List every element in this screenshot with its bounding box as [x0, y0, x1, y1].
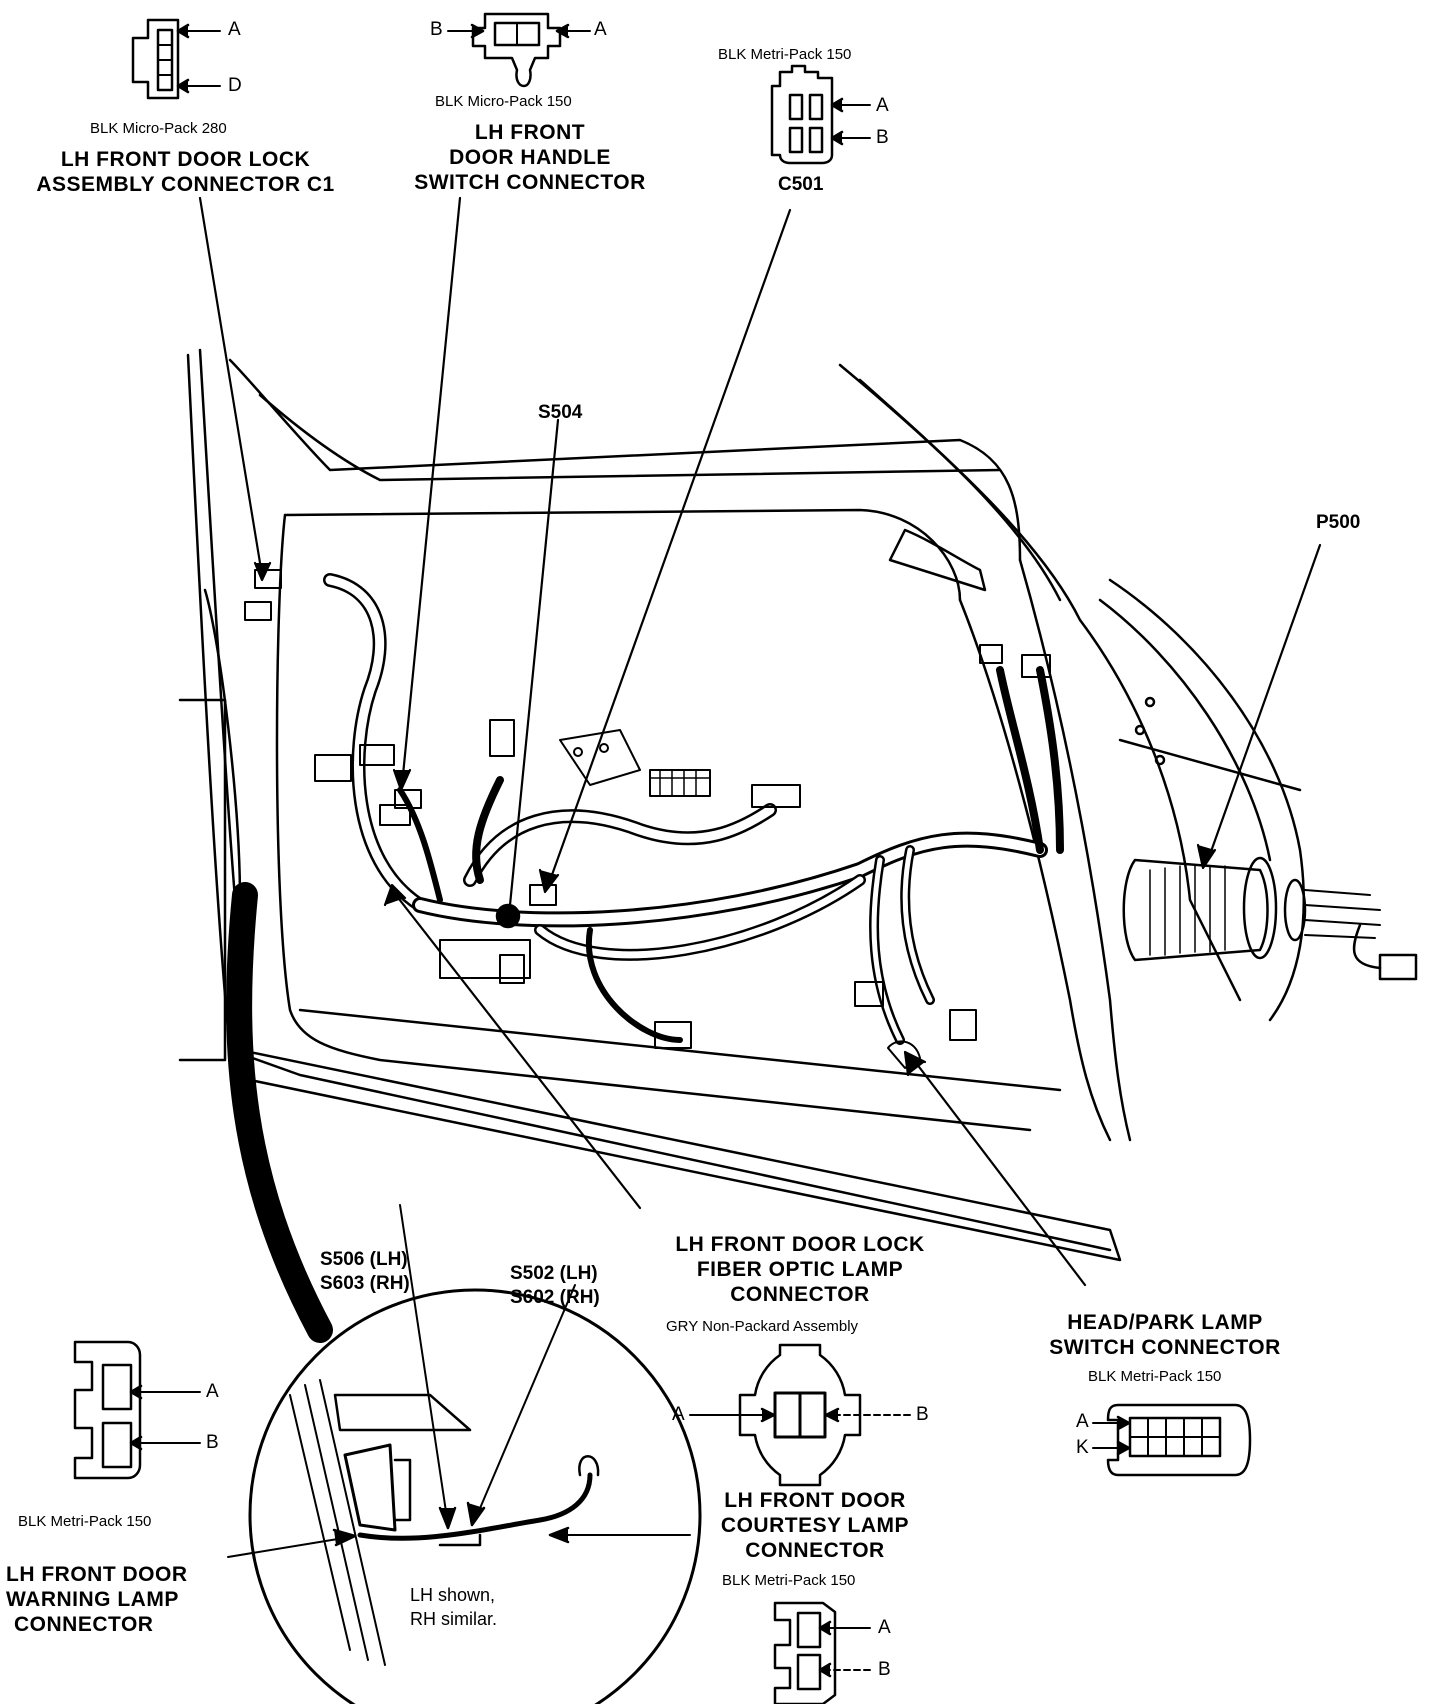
s502-lh-label: S502 (LH) — [510, 1263, 598, 1284]
s504-splice-dot — [495, 903, 521, 929]
s506-lh-label: S506 (LH) — [320, 1249, 408, 1270]
door-lock-c1-title-line1: LH FRONT DOOR LOCK — [60, 148, 311, 171]
detail-note-line2: RH similar. — [410, 1609, 498, 1629]
fiber-optic-lamp-pin-b: B — [916, 1404, 929, 1425]
door-handle-switch-title-line2: DOOR HANDLE — [449, 146, 611, 169]
door-lock-c1-face — [131, 18, 221, 100]
s603-rh-label: S603 (RH) — [320, 1273, 410, 1294]
head-park-lamp-title-line2: SWITCH CONNECTOR — [1049, 1336, 1281, 1359]
detail-note-line1: LH shown, — [410, 1585, 496, 1605]
c501-pin-a: A — [876, 95, 889, 116]
head-park-lamp-pin-k: K — [1076, 1437, 1089, 1458]
fiber-optic-lamp-title-line3: CONNECTOR — [730, 1283, 870, 1306]
door-lock-c1-title: LH FRONT DOOR LOCK ASSEMBLY CONNECTOR C1 — [8, 147, 363, 197]
door-lock-c1-title-line2: ASSEMBLY CONNECTOR C1 — [36, 173, 335, 196]
warning-lamp-title-line1: LH FRONT DOOR — [6, 1563, 188, 1586]
fiber-optic-lamp-title-line1: LH FRONT DOOR LOCK — [675, 1233, 925, 1256]
head-park-lamp-title: HEAD/PARK LAMP SWITCH CONNECTOR — [1020, 1310, 1310, 1360]
courtesy-lamp-pin-a: A — [878, 1617, 891, 1638]
head-park-lamp-spec: BLK Metri-Pack 150 — [1088, 1368, 1222, 1385]
door-lock-c1-spec: BLK Micro-Pack 280 — [90, 120, 227, 137]
detail-note: LH shown, RH similar. — [410, 1583, 497, 1631]
head-park-lamp-face — [1092, 1403, 1252, 1477]
c501-pin-b: B — [876, 127, 889, 148]
harness-connectors — [244, 569, 1051, 1069]
door-handle-switch-face — [447, 12, 591, 88]
courtesy-lamp-title-line1: LH FRONT DOOR — [724, 1489, 906, 1512]
courtesy-lamp-title: LH FRONT DOOR COURTESY LAMP CONNECTOR — [690, 1488, 940, 1563]
leader-lines — [198, 196, 1322, 1343]
s504-label: S504 — [538, 402, 583, 423]
door-handle-switch-pin-b: B — [430, 19, 443, 40]
s506-s603-label: S506 (LH) S603 (RH) — [320, 1248, 410, 1296]
door-panel — [178, 348, 1305, 1262]
fiber-optic-lamp-title-line2: FIBER OPTIC LAMP — [696, 1258, 904, 1281]
warning-lamp-pin-b: B — [206, 1432, 219, 1453]
door-handle-switch-pin-a: A — [594, 19, 607, 40]
courtesy-lamp-face — [773, 1601, 871, 1704]
p500-grommet — [1122, 856, 1418, 981]
door-handle-switch-title-line1: LH FRONT — [474, 121, 586, 144]
fiber-optic-lamp-face — [689, 1343, 911, 1487]
head-park-lamp-pin-a: A — [1076, 1411, 1089, 1432]
s502-s602-label: S502 (LH) S602 (RH) — [510, 1262, 600, 1310]
warning-lamp-pin-a: A — [206, 1381, 219, 1402]
courtesy-lamp-title-line2: COURTESY LAMP — [720, 1514, 910, 1537]
door-lock-c1-pin-a: A — [228, 19, 241, 40]
warning-lamp-title-line3: CONNECTOR — [14, 1613, 154, 1636]
warning-lamp-face — [73, 1340, 201, 1480]
s602-rh-label: S602 (RH) — [510, 1287, 600, 1308]
door-handle-switch-title-line3: SWITCH CONNECTOR — [414, 171, 646, 194]
courtesy-lamp-spec: BLK Metri-Pack 150 — [722, 1572, 856, 1589]
door-lock-c1-pin-d: D — [228, 75, 242, 96]
warning-lamp-title: LH FRONT DOOR WARNING LAMP CONNECTOR — [6, 1562, 187, 1637]
warning-lamp-spec: BLK Metri-Pack 150 — [18, 1513, 152, 1530]
c501-spec: BLK Metri-Pack 150 — [718, 46, 852, 63]
fiber-optic-lamp-title: LH FRONT DOOR LOCK FIBER OPTIC LAMP CONN… — [640, 1232, 960, 1307]
detail-inset-circle — [227, 1204, 702, 1704]
warning-lamp-title-line2: WARNING LAMP — [6, 1588, 179, 1611]
c501-label: C501 — [778, 174, 824, 195]
fiber-optic-lamp-pin-a: A — [672, 1404, 685, 1425]
door-handle-switch-title: LH FRONT DOOR HANDLE SWITCH CONNECTOR — [390, 120, 670, 195]
fiber-optic-lamp-spec: GRY Non-Packard Assembly — [666, 1318, 859, 1335]
p500-label: P500 — [1316, 512, 1361, 533]
courtesy-lamp-title-line3: CONNECTOR — [745, 1539, 885, 1562]
courtesy-lamp-pin-b: B — [878, 1659, 891, 1680]
c501-face — [770, 64, 871, 165]
door-handle-switch-spec: BLK Micro-Pack 150 — [435, 93, 572, 110]
head-park-lamp-title-line1: HEAD/PARK LAMP — [1067, 1311, 1263, 1334]
